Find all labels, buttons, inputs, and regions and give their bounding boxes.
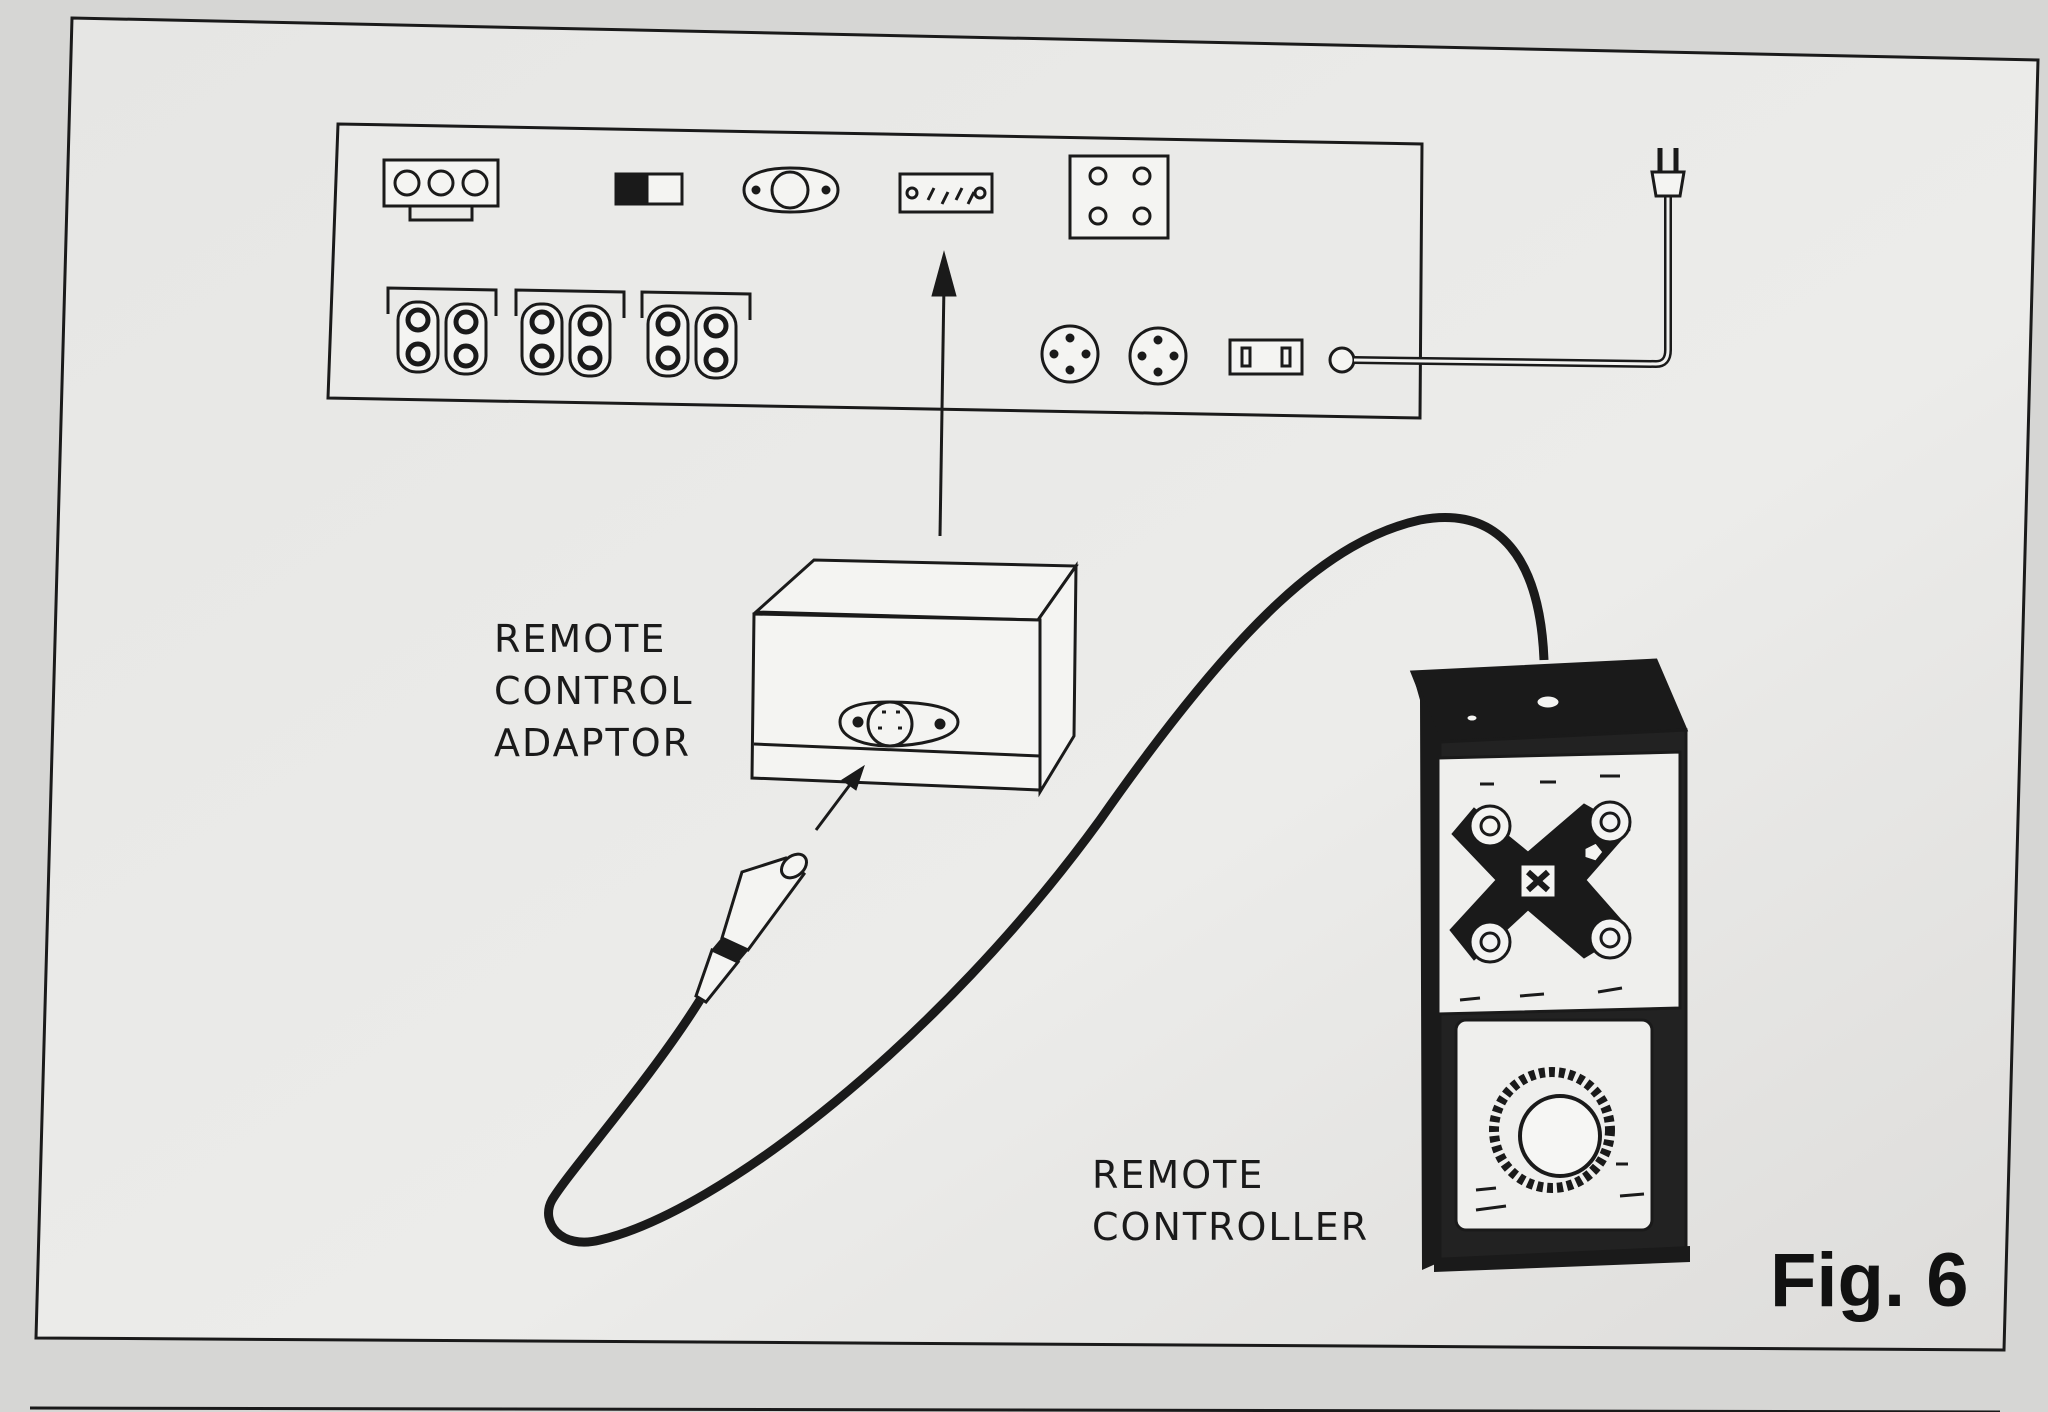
adaptor-label-line-1: REMOTE	[494, 617, 666, 661]
rca-jacks-group-3-icon	[640, 290, 752, 380]
remote-control-adaptor-box	[750, 558, 1079, 798]
remote-cable-icon	[544, 513, 1549, 1247]
figure-number: Fig. 6	[1770, 1238, 1968, 1323]
four-pin-outlet-icon	[1068, 154, 1170, 240]
adaptor-din-socket-icon	[838, 700, 960, 748]
rca-jacks-group-1-icon	[386, 286, 498, 376]
controller-knob-panel	[1454, 1018, 1654, 1232]
three-pin-socket-icon	[382, 158, 500, 222]
adaptor-label-line-2: CONTROL	[494, 669, 694, 713]
controller-label-line-2: CONTROLLER	[1092, 1205, 1369, 1249]
controller-label-line-1: REMOTE	[1092, 1153, 1264, 1197]
remote-connector-port-icon	[898, 172, 994, 214]
plug-in-arrow-icon	[814, 764, 865, 831]
remote-controller-unit	[1409, 658, 1690, 1272]
din-plug-icon	[694, 852, 809, 1004]
fuse-holder-icon	[1228, 338, 1304, 376]
power-inlet-icon	[1328, 346, 1356, 374]
din-socket-icon	[742, 166, 840, 214]
controller-label: REMOTE CONTROLLER	[1092, 1153, 1369, 1249]
adaptor-label: REMOTE CONTROL ADAPTOR	[494, 617, 708, 765]
up-arrow-icon	[931, 250, 957, 537]
power-cord-icon	[1353, 148, 1686, 369]
speaker-socket-left-icon	[1040, 324, 1100, 384]
controller-joystick-panel	[1436, 750, 1682, 1016]
rca-jacks-group-2-icon	[514, 288, 626, 378]
slide-switch-icon	[614, 172, 684, 206]
adaptor-label-line-3: ADAPTOR	[494, 721, 691, 765]
amplifier-rear-panel	[326, 122, 1424, 420]
next-frame-edge	[29, 1406, 2001, 1412]
speaker-socket-right-icon	[1128, 326, 1188, 386]
